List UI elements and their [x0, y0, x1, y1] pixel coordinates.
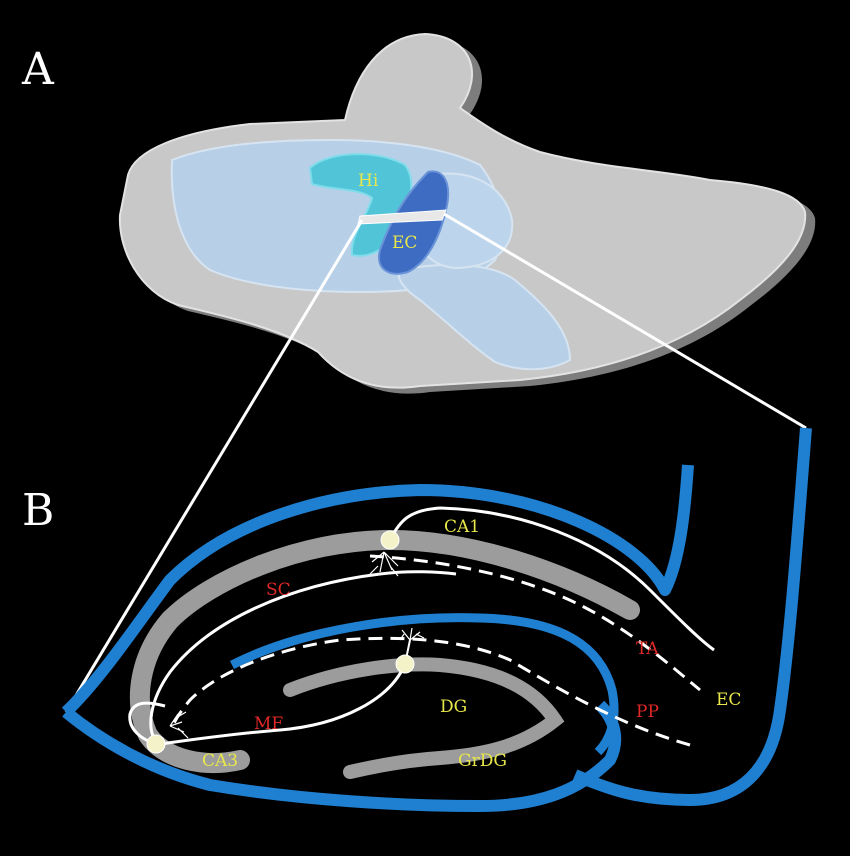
ca3-label: CA3 [202, 751, 238, 771]
mf-label: MF [254, 714, 283, 734]
grdg-label: GrDG [458, 751, 507, 771]
ec-region-label: EC [716, 690, 741, 710]
ca1-label: CA1 [444, 517, 480, 537]
ca1-pyramidal-cell [381, 531, 399, 549]
dg-granule-cell [396, 655, 414, 673]
dg-label: DG [440, 697, 467, 717]
ta-label: TA [636, 639, 659, 659]
ec-label: EC [392, 233, 417, 253]
panel-label-a: A [21, 44, 55, 95]
panel-label-b: B [22, 485, 54, 536]
pp-label: PP [636, 702, 659, 722]
hippocampus-label: Hi [358, 171, 379, 191]
ca3-pyramidal-cell [147, 735, 165, 753]
sc-label: SC [266, 580, 291, 600]
